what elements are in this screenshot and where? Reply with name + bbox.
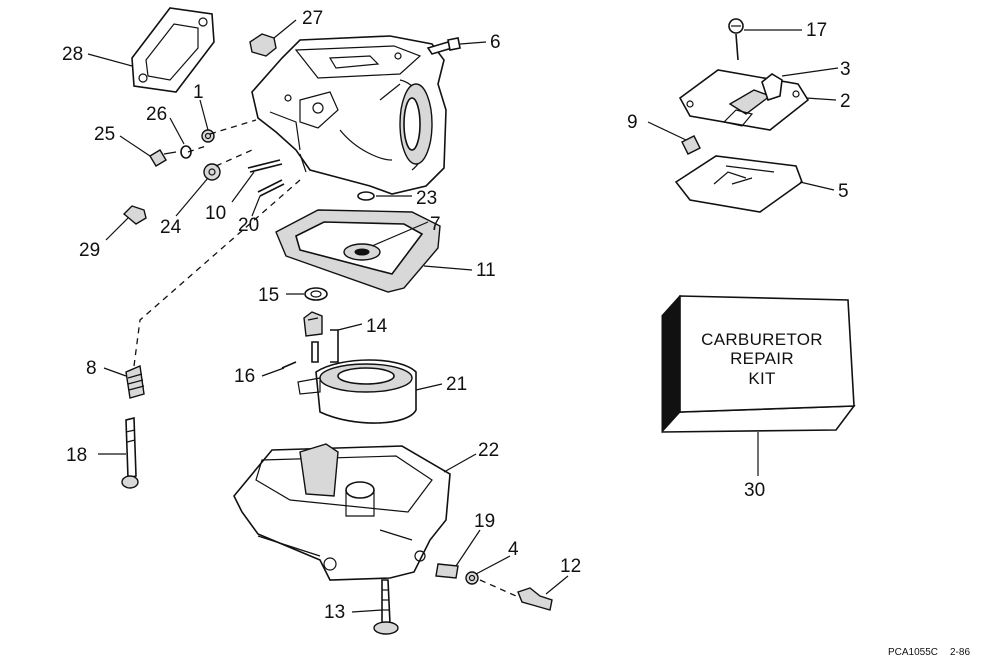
- callout-25: 25: [94, 124, 115, 145]
- part-26-washer: [180, 145, 192, 159]
- part-12-fitting: [517, 587, 553, 611]
- callout-3: 3: [840, 59, 851, 80]
- part-21-float: [297, 359, 417, 424]
- footer-code: PCA1055C: [888, 647, 938, 658]
- part-28-gasket: [131, 7, 215, 93]
- part-3-valve: [761, 73, 783, 102]
- part-6-screw: [426, 37, 461, 55]
- kit-label-line1: CARBURETOR: [701, 330, 823, 349]
- callout-numbers: 28 27 6 1 26 25 24 10 20 29 23 7 11 15 1…: [62, 8, 851, 623]
- callout-7: 7: [430, 214, 441, 235]
- part-16-pin: [281, 361, 297, 369]
- callout-14: 14: [366, 316, 388, 337]
- callout-5: 5: [838, 181, 849, 202]
- callout-17: 17: [806, 20, 827, 41]
- part-5-diaphragm: [674, 155, 803, 213]
- part-22-float-bowl: [233, 443, 451, 581]
- leader-lines: [87, 19, 839, 613]
- callout-18: 18: [66, 445, 87, 466]
- callout-19: 19: [474, 511, 495, 532]
- part-13-bolt: [373, 579, 399, 635]
- callout-26: 26: [146, 104, 167, 125]
- part-19-spring: [435, 563, 459, 579]
- callout-13: 13: [324, 602, 345, 623]
- part-2-cover: [678, 69, 810, 131]
- callout-24: 24: [160, 217, 182, 238]
- callout-23: 23: [416, 188, 437, 209]
- part-1-washer: [201, 129, 215, 143]
- callout-22: 22: [478, 440, 499, 461]
- callout-4: 4: [508, 539, 519, 560]
- callout-12: 12: [560, 556, 581, 577]
- callout-27: 27: [302, 8, 323, 29]
- footer-date: 2-86: [950, 647, 970, 658]
- part-7-diaphragm: [343, 243, 381, 261]
- callout-11: 11: [476, 260, 496, 281]
- part-15-ring: [304, 287, 328, 301]
- part-18-mixture-screw: [121, 416, 139, 489]
- callout-9: 9: [627, 112, 638, 133]
- callout-30: 30: [744, 480, 765, 501]
- assembly-lines: [133, 119, 517, 597]
- part-24-washer: [203, 163, 221, 181]
- part-10-pin: [247, 159, 283, 173]
- part-30-repair-kit-box: CARBURETOR REPAIR KIT: [661, 294, 856, 434]
- part-27-nut: [249, 33, 277, 57]
- callout-16: 16: [234, 366, 255, 387]
- carburetor-body: [251, 35, 447, 195]
- part-23-oring: [357, 191, 375, 201]
- kit-label-line2: REPAIR: [730, 349, 794, 368]
- callout-8: 8: [86, 358, 97, 379]
- callout-10: 10: [205, 203, 226, 224]
- part-14-needle-seat: [303, 311, 339, 363]
- part-4-washer: [465, 571, 479, 585]
- callout-1: 1: [193, 82, 204, 103]
- part-8-spring: [125, 364, 145, 399]
- callout-6: 6: [490, 32, 501, 53]
- callout-15: 15: [258, 285, 279, 306]
- part-29-fitting: [122, 205, 147, 225]
- callout-29: 29: [79, 240, 100, 261]
- callout-20: 20: [238, 215, 259, 236]
- part-25-screw: [149, 149, 177, 167]
- callout-28: 28: [62, 44, 83, 65]
- callout-2: 2: [840, 91, 851, 112]
- part-9-spring: [681, 135, 701, 155]
- part-17-screw: [728, 18, 744, 61]
- callout-21: 21: [446, 374, 467, 395]
- footer: PCA1055C 2-86: [888, 647, 970, 658]
- kit-label-line3: KIT: [748, 369, 775, 388]
- part-20-pin: [257, 179, 285, 197]
